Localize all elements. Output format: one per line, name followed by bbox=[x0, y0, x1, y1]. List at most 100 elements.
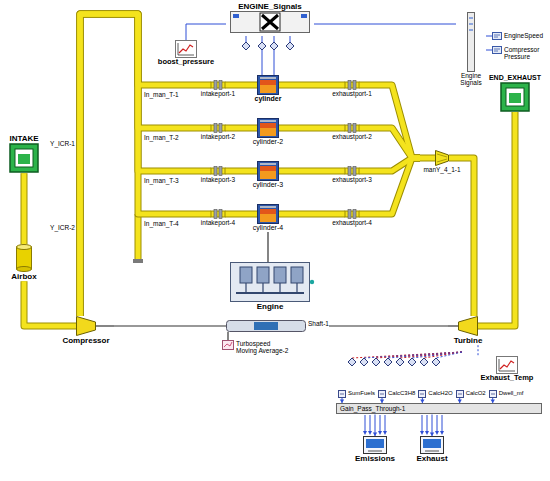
drawing-part bbox=[246, 36, 290, 75]
component-label: END_EXHAUST bbox=[489, 74, 541, 82]
drawing-part bbox=[240, 267, 252, 283]
drawing-part bbox=[196, 126, 211, 131]
part-label: Y_ICR-2 bbox=[50, 224, 75, 231]
drawing-part bbox=[359, 126, 378, 131]
drawing-part bbox=[219, 167, 222, 176]
drawing-part bbox=[290, 169, 326, 174]
drawing-part bbox=[478, 345, 479, 356]
drawing-part bbox=[260, 123, 276, 128]
drawing-part bbox=[246, 283, 297, 292]
drawing-part bbox=[360, 358, 368, 366]
drawing-part bbox=[345, 125, 359, 131]
output-arrows bbox=[363, 415, 444, 435]
text-group: intakeport-2 bbox=[201, 133, 235, 140]
drawing-part bbox=[380, 394, 384, 395]
drawing-part bbox=[260, 166, 276, 171]
drawing-part bbox=[211, 167, 225, 176]
component-label: Turbospeed bbox=[236, 340, 270, 347]
pipe-connector bbox=[378, 158, 420, 214]
monitor-plot-icon bbox=[474, 356, 540, 374]
drawing-part bbox=[17, 245, 32, 272]
text-group: CalcC3H8 bbox=[388, 390, 415, 397]
drawing-part bbox=[246, 212, 257, 217]
drawing-part bbox=[231, 12, 310, 33]
engine-cylinder-icon bbox=[246, 161, 290, 181]
math-block-icon bbox=[456, 390, 464, 398]
signal-output: EngineSpeed bbox=[492, 32, 543, 40]
drawing-part bbox=[223, 341, 234, 350]
pipe-outline bbox=[240, 82, 246, 89]
drawing-part bbox=[211, 82, 225, 88]
signal-output: Compressor Pressure bbox=[492, 46, 544, 61]
component-label: boost_pressure bbox=[158, 58, 214, 67]
text-group: intakeport-1 bbox=[201, 90, 235, 97]
drawing-part bbox=[240, 126, 246, 131]
engine-cylinder: cylinder bbox=[246, 75, 290, 103]
drawing-part bbox=[258, 76, 279, 95]
drawing-part bbox=[58, 323, 76, 330]
drawing-part bbox=[211, 168, 225, 174]
drawing-part bbox=[246, 211, 257, 218]
drawing-part bbox=[340, 394, 344, 395]
part-label: In_man_T-3 bbox=[144, 177, 179, 184]
drawing-part bbox=[274, 267, 286, 283]
monitor-plot: Exhaust_Temp bbox=[474, 356, 540, 383]
drawing-part bbox=[214, 167, 217, 176]
part-label: In_man_T-2 bbox=[144, 134, 179, 141]
drawing-part bbox=[279, 83, 290, 88]
drawing-part bbox=[383, 431, 387, 435]
drawing-part bbox=[420, 155, 435, 162]
compressor-icon bbox=[58, 316, 114, 336]
drawing-part bbox=[468, 13, 475, 72]
drawing-part bbox=[24, 281, 58, 326]
drawing-part bbox=[326, 211, 345, 218]
compressor: Compressor bbox=[58, 316, 114, 345]
drawing-part bbox=[378, 431, 382, 435]
sensor-diamonds bbox=[242, 42, 294, 50]
drawing-part bbox=[468, 13, 475, 72]
drawing-part bbox=[499, 359, 515, 371]
drawing-part bbox=[420, 358, 428, 366]
drawing-part bbox=[290, 83, 326, 88]
drawing-part bbox=[225, 125, 240, 132]
drawing-part bbox=[233, 14, 239, 18]
drawing-part bbox=[491, 394, 495, 395]
output-display: Emissions bbox=[352, 436, 398, 463]
engine-cylinder-icon bbox=[246, 118, 290, 138]
text-group: Turbine bbox=[454, 336, 483, 345]
drawing-part bbox=[366, 439, 384, 448]
drawing-part bbox=[260, 80, 276, 85]
drawing-part bbox=[246, 168, 257, 175]
pipe-outline bbox=[290, 125, 326, 132]
arrow-head bbox=[430, 433, 434, 437]
drawing-part bbox=[339, 391, 346, 398]
drawing-part bbox=[419, 391, 426, 398]
math-block-icon bbox=[338, 390, 346, 398]
component-label: SumFuels bbox=[348, 390, 375, 397]
drawing-part bbox=[493, 47, 502, 54]
drawing-part bbox=[378, 128, 420, 158]
component-label: Engine bbox=[257, 302, 284, 311]
text-group: Engine Signals bbox=[457, 72, 485, 87]
component-label: Exhaust_Temp bbox=[481, 374, 534, 383]
drawing-part bbox=[196, 169, 211, 174]
exhaust-port-icon bbox=[326, 209, 378, 219]
drawing-part bbox=[227, 321, 306, 332]
text-group: CalcH2O bbox=[428, 390, 452, 397]
drawing-part bbox=[211, 81, 225, 90]
component-label: intakeport-1 bbox=[201, 90, 235, 97]
engine-cylinder: cylinder-2 bbox=[246, 118, 290, 146]
drawing-part bbox=[326, 212, 345, 217]
drawing-part bbox=[240, 212, 246, 217]
mechanical-link bbox=[114, 326, 226, 327]
drawing-part bbox=[365, 415, 442, 432]
exhaust-port-icon bbox=[326, 166, 378, 176]
moving-average-icon bbox=[222, 340, 234, 350]
signal-output-icon bbox=[492, 32, 502, 40]
component-label: exhaustport-1 bbox=[332, 90, 372, 97]
drawing-part bbox=[359, 125, 378, 132]
drawing-part bbox=[214, 124, 217, 133]
drawing-part bbox=[353, 210, 356, 219]
text-group: TurbospeedMoving Average-2 bbox=[236, 340, 288, 355]
drawing-part bbox=[486, 36, 492, 37]
